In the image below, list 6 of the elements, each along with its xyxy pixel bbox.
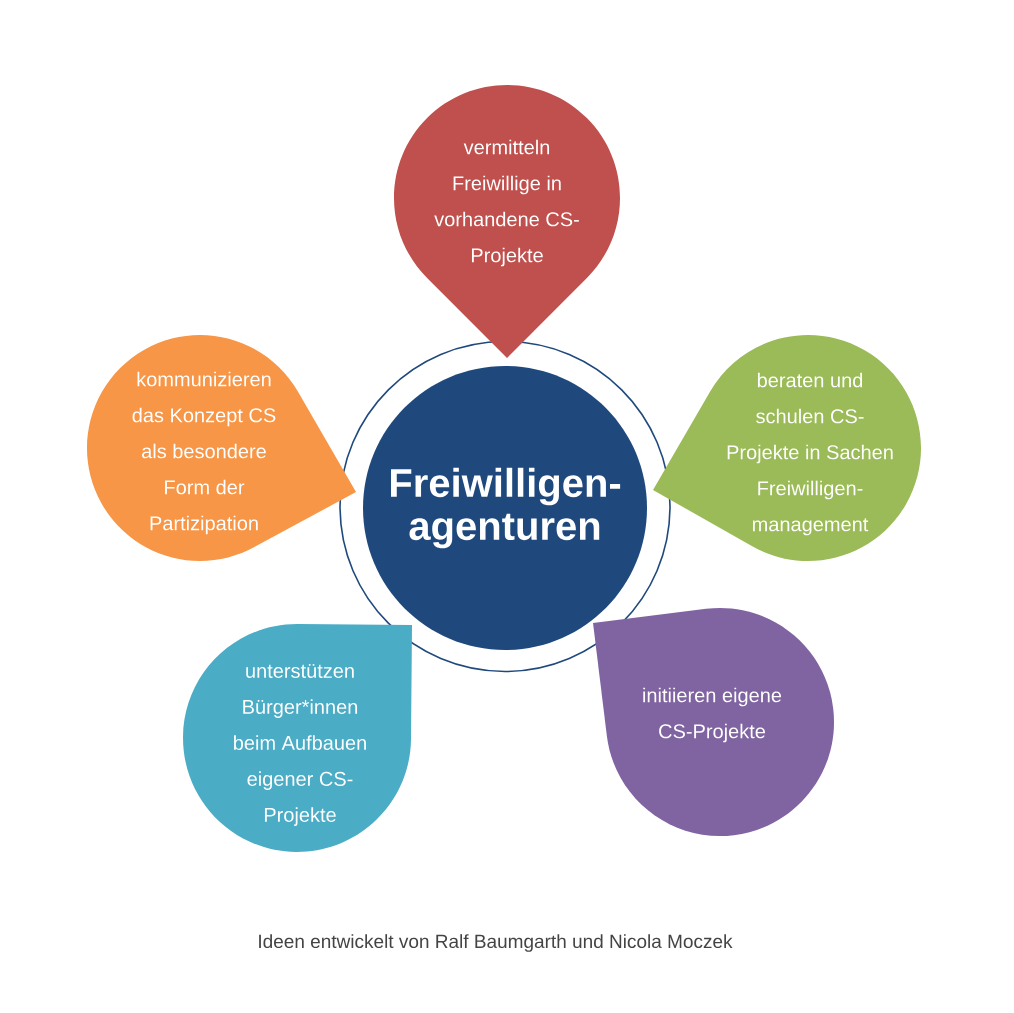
- teardrop-bubble: kommunizieren das Konzept CS als besondere Form der Partizipation: [87, 335, 356, 561]
- teardrop-bubble: initiieren eigene CS-Projekte: [593, 608, 834, 836]
- teardrop-bubble: beraten und schulen CS- Projekte in Sachen Freiwilligen- management: [653, 335, 922, 561]
- caption: Ideen entwickelt von Ralf Baumgarth und Nicola Moczek: [259, 934, 733, 952]
- teardrop-bubble: unterstützen Bürger*innen beim Aufbauen eigener CS- Projekte: [183, 624, 412, 852]
- teardrop-bubble: vermitteln Freiwillige in vorhandene CS- Projekte: [394, 85, 620, 358]
